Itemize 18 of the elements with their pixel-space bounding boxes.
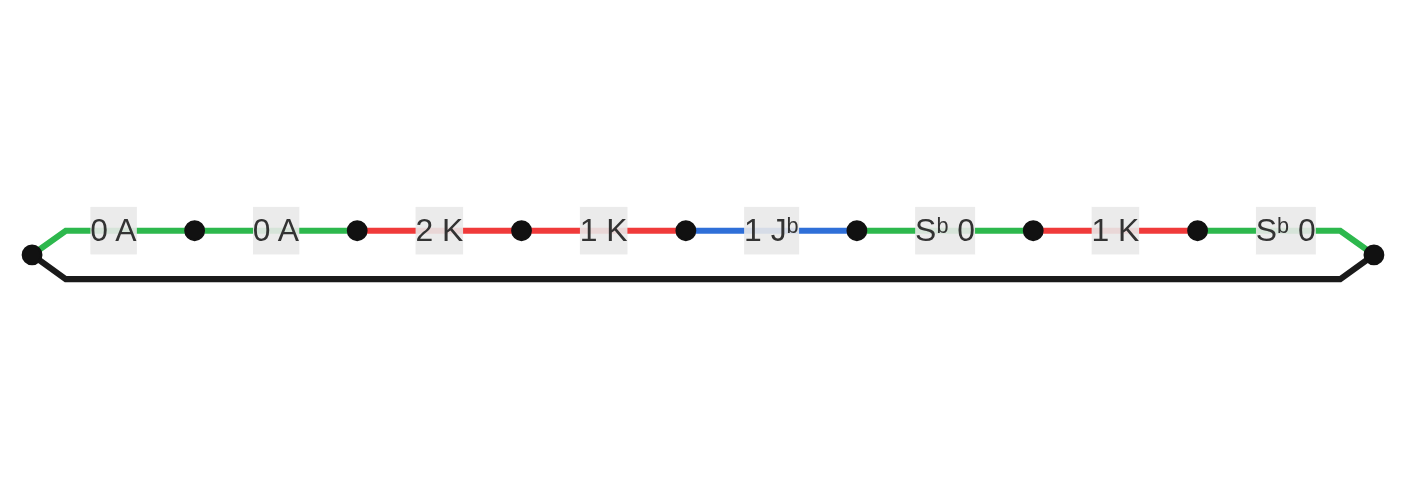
node-circle [346, 219, 368, 241]
node-circle [1363, 244, 1385, 265]
edge-label: Sᵇ 0 [915, 211, 976, 249]
node-circle [1022, 219, 1044, 241]
edge-label: 0 A [90, 211, 137, 249]
node-circle [846, 219, 868, 241]
edge-label: 1 Jᵇ [744, 211, 799, 249]
edge-label: 0 A [252, 211, 299, 249]
node-circle [511, 219, 532, 241]
node-circle [675, 219, 697, 241]
edge-label: 1 K [579, 211, 628, 249]
node-circle [184, 219, 206, 241]
connector [37, 257, 1369, 282]
edge-label: Sᵇ 0 [1255, 211, 1316, 249]
edge-label: 2 K [415, 211, 464, 249]
node-circle [21, 244, 43, 265]
edge-label: 1 K [1091, 211, 1140, 249]
node-circle [1187, 219, 1208, 241]
